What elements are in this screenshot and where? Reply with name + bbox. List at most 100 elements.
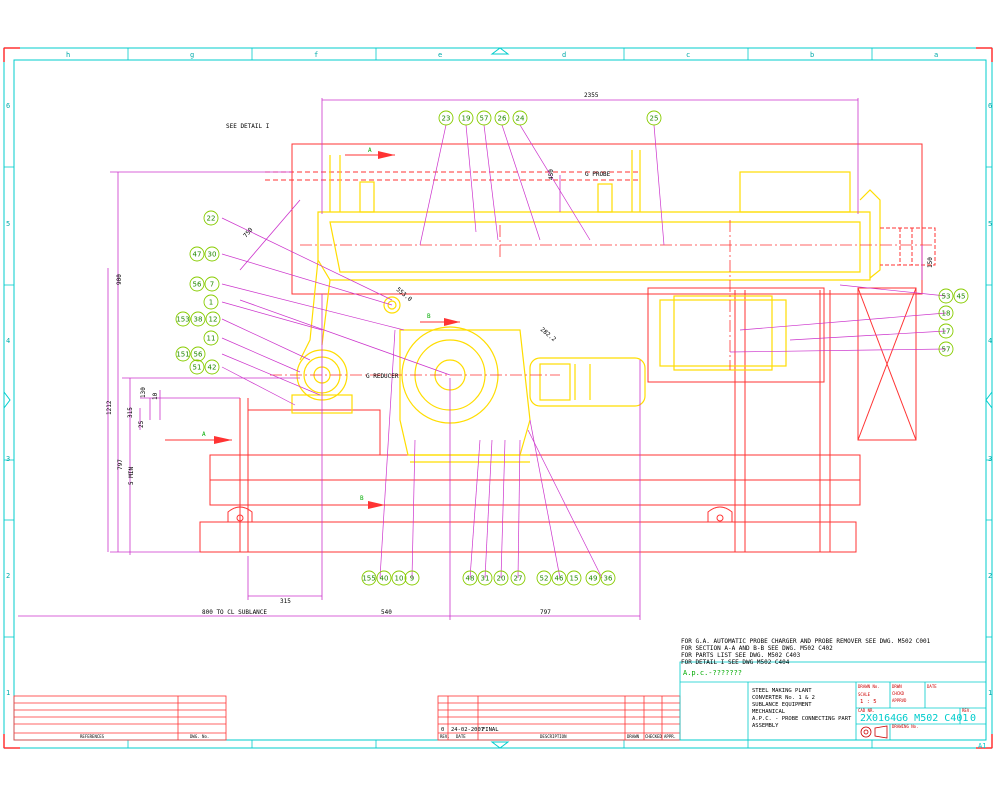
rev-header-date: DATE bbox=[456, 734, 466, 739]
rev-row-desc: FINAL bbox=[482, 727, 499, 733]
section-b-bottom: B bbox=[360, 495, 364, 502]
grid-letter-top: g bbox=[190, 51, 194, 59]
svg-text:DRAWING No.: DRAWING No. bbox=[892, 724, 919, 729]
apc-label: A.p.c.-??????? bbox=[683, 669, 742, 677]
dim-b797: 797 bbox=[540, 609, 551, 616]
balloon-label: 10 bbox=[395, 575, 404, 583]
grid-number-right: 2 bbox=[988, 572, 992, 580]
balloon-label: 11 bbox=[207, 335, 216, 343]
item-balloon: 31 bbox=[477, 570, 493, 586]
balloon-label: 15 bbox=[570, 575, 579, 583]
grid-number-left: 1 bbox=[6, 689, 10, 697]
dim-553: 553.0 bbox=[395, 286, 414, 303]
rev-header-checked: CHECKED bbox=[645, 734, 662, 739]
title-line-6: ASSEMBLY bbox=[752, 723, 779, 729]
drawing-number: 2X0164G6 M502 C401 bbox=[860, 713, 968, 724]
balloon-label: 45 bbox=[957, 293, 966, 301]
grid-number-left: 3 bbox=[6, 455, 10, 463]
projection-symbol bbox=[860, 725, 888, 739]
balloon-label: 57 bbox=[942, 346, 951, 354]
balloon-label: 22 bbox=[207, 215, 216, 223]
item-balloon: 48 bbox=[462, 570, 478, 586]
dwg-no-header: DWG. No. bbox=[190, 734, 209, 739]
center-mark-left bbox=[3, 391, 11, 409]
grid-number-left: 2 bbox=[6, 572, 10, 580]
item-balloon: 11 bbox=[203, 330, 219, 346]
item-balloon: 56 7 bbox=[189, 276, 220, 292]
item-balloon: 9 bbox=[404, 570, 420, 586]
balloon-label: 48 bbox=[466, 575, 475, 583]
balloon-label: 47 bbox=[193, 251, 202, 259]
item-balloon: 57 bbox=[476, 110, 492, 126]
shaft-centerlines bbox=[270, 220, 935, 376]
title-block-red-fill: DRAWN No. SCALE DRWN CHCKD APPRVD DATE C… bbox=[858, 684, 972, 729]
item-balloon: 26 bbox=[494, 110, 510, 126]
dim-10: 10 bbox=[152, 392, 159, 400]
title-line-5: A.P.C. - PROBE CONNECTING PART bbox=[752, 716, 852, 722]
grid-number-right: 5 bbox=[988, 220, 992, 228]
rev-header-appr: APPR. bbox=[664, 734, 676, 739]
dimension-lines bbox=[18, 98, 923, 620]
rev-header-desc: DESCRIPTION bbox=[540, 734, 567, 739]
balloon-label: 151 bbox=[176, 351, 189, 359]
item-balloon: 22 bbox=[203, 210, 219, 226]
balloon-label: 51 bbox=[193, 364, 202, 372]
item-balloon: 57 bbox=[938, 341, 954, 357]
svg-text:DATE: DATE bbox=[927, 684, 937, 689]
rev-header-drawn: DRAWN bbox=[627, 734, 640, 739]
balloon-label: 57 bbox=[480, 115, 489, 123]
dim-450: 450 bbox=[548, 169, 555, 180]
dim-150: 150 bbox=[927, 257, 934, 268]
grid-number-left: 6 bbox=[6, 102, 10, 110]
grid-letter-top: d bbox=[562, 51, 566, 59]
grid-number-right: 6 bbox=[988, 102, 992, 110]
title-line-1: STEEL MAKING PLANT bbox=[752, 688, 812, 694]
balloon-label: 155 bbox=[362, 575, 375, 583]
dim-b-cl: 800 TO CL SUBLANCE bbox=[202, 609, 267, 616]
balloon-label: 26 bbox=[498, 115, 507, 123]
reducer-label: G REDUCER bbox=[366, 373, 399, 380]
balloon-label: 12 bbox=[209, 316, 218, 324]
balloon-label: 1 bbox=[209, 299, 213, 307]
balloon-label: 38 bbox=[194, 316, 203, 324]
center-mark-right bbox=[985, 391, 993, 409]
dashed-motor bbox=[880, 227, 936, 266]
grid-letter-top: b bbox=[810, 51, 814, 59]
dim-130: 130 bbox=[140, 387, 147, 398]
title-line-4: MECHANICAL bbox=[752, 709, 786, 715]
grid-letter-top: e bbox=[438, 51, 442, 59]
center-mark-top bbox=[490, 47, 510, 55]
grid-number-left: 5 bbox=[6, 220, 10, 228]
rev-header-rev: REV. bbox=[440, 734, 450, 739]
grid-number-right: 1 bbox=[988, 689, 992, 697]
scale-value: 1 : 5 bbox=[860, 699, 877, 705]
balloon-label: 7 bbox=[210, 281, 214, 289]
balloon-label: 17 bbox=[942, 328, 951, 336]
svg-text:DRWN: DRWN bbox=[892, 684, 902, 689]
svg-text:DRAWN No.: DRAWN No. bbox=[858, 684, 880, 689]
item-balloon: 17 bbox=[938, 323, 954, 339]
item-balloon: 19 bbox=[458, 110, 474, 126]
dim-b540: 540 bbox=[381, 609, 392, 616]
note-3: FOR PARTS LIST SEE DWG. M502 C403 bbox=[681, 652, 801, 659]
balloon-label: 40 bbox=[380, 575, 389, 583]
outer-frame bbox=[3, 47, 993, 749]
dim-5min: 5 MIN bbox=[128, 467, 135, 485]
dim-25: 25 bbox=[138, 420, 145, 428]
item-balloon: 24 bbox=[512, 110, 528, 126]
support-frame bbox=[199, 143, 923, 553]
dim-1212: 1212 bbox=[106, 400, 113, 415]
item-balloon: 155 40 10 bbox=[361, 570, 407, 586]
title-block-main bbox=[679, 661, 987, 741]
balloon-label: 56 bbox=[193, 281, 202, 289]
